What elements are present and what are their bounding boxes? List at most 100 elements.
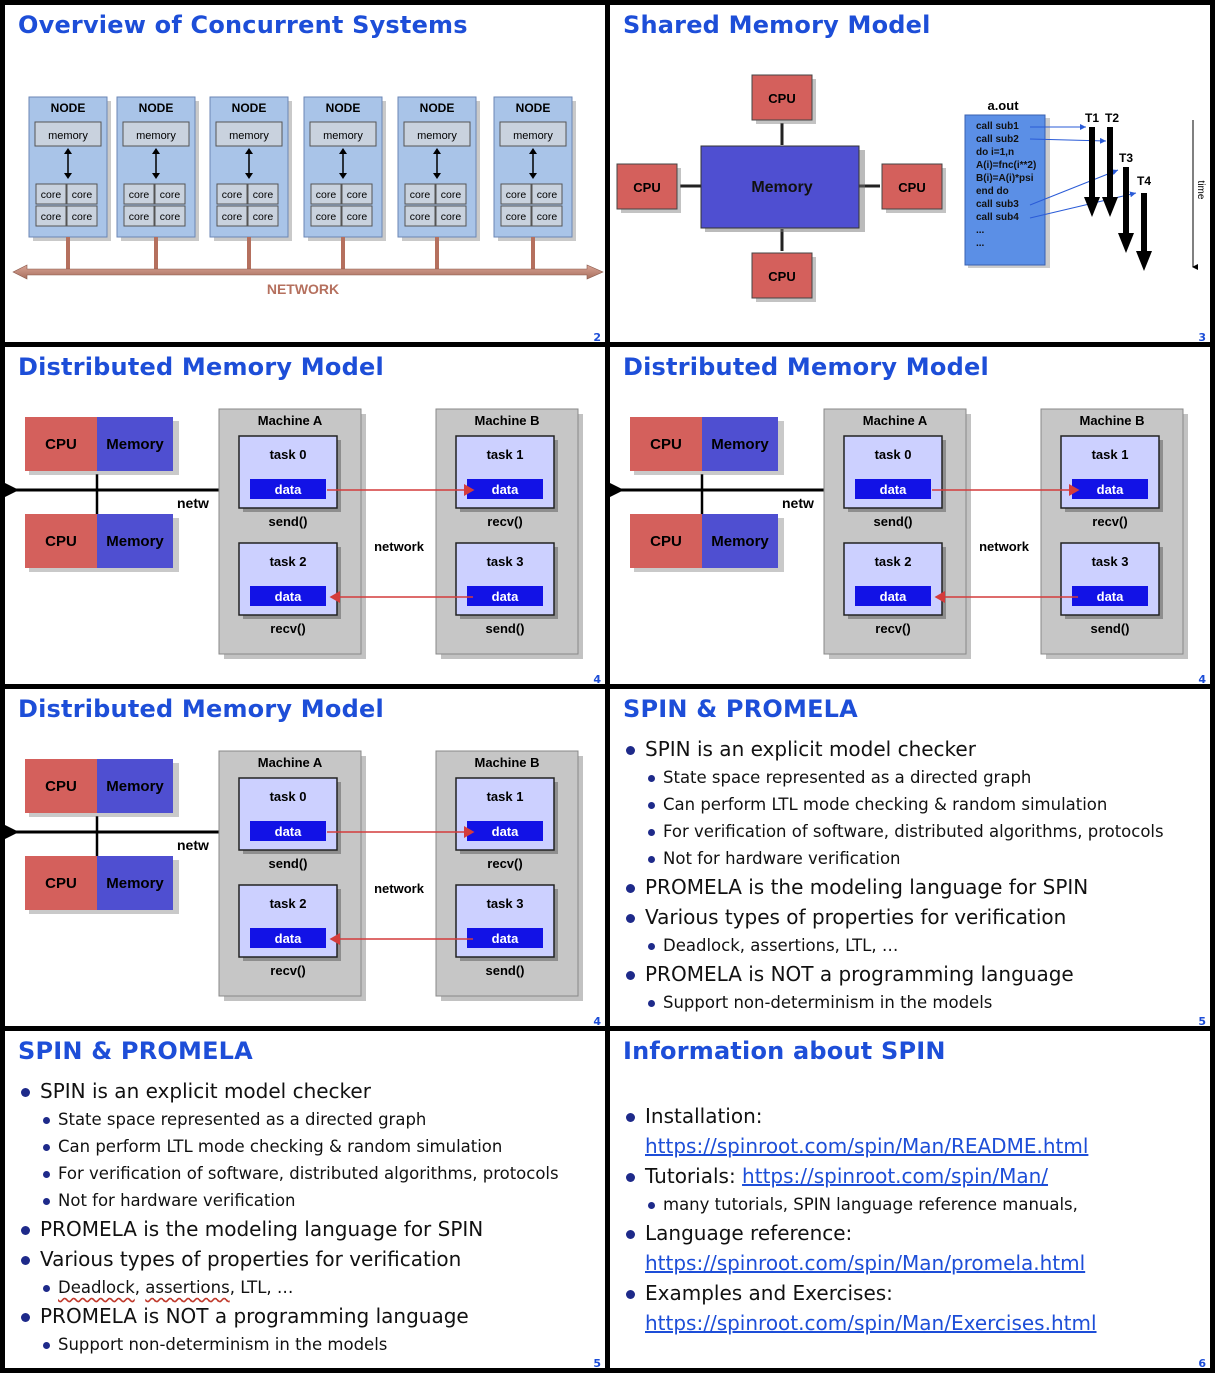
sub-bullet: State space represented as a directed gr… [624,764,1164,791]
cpu-right: CPU [881,163,946,213]
sub-bullet: For verification of software, distribute… [624,818,1164,845]
cpu-memory-pair-1: CPU Memory [25,417,179,475]
network-label: network [979,539,1030,554]
svg-text:task 0: task 0 [270,447,307,462]
svg-text:Memory: Memory [106,533,164,550]
svg-text:T2: T2 [1105,111,1119,125]
bullet-list: SPIN is an explicit model checker State … [19,1076,559,1358]
svg-text:core: core [160,211,181,223]
svg-text:Memory: Memory [106,875,164,892]
svg-text:CPU: CPU [650,436,682,453]
sub-bullet: Deadlock, assertions, LTL, … [624,932,1164,959]
svg-text:task 0: task 0 [875,447,912,462]
svg-text:data: data [275,589,303,604]
svg-text:core: core [72,211,93,223]
svg-text:Memory: Memory [711,436,769,453]
sub-bullet: Not for hardware verification [624,845,1164,872]
time-label: time [1195,181,1206,200]
svg-text:memory: memory [417,130,457,142]
svg-text:data: data [275,931,303,946]
bullet-installation: Installation:https://spinroot.com/spin/M… [624,1101,1097,1161]
code-line: do i=1,n [976,147,1014,158]
svg-text:task 1: task 1 [487,789,524,804]
svg-text:task 2: task 2 [875,554,912,569]
svg-text:memory: memory [136,130,176,142]
svg-text:send(): send() [486,621,525,636]
aout-label: a.out [987,98,1019,113]
code-line: A(i)=fnc(i**2) [976,160,1036,171]
svg-text:memory: memory [48,130,88,142]
svg-text:core: core [72,189,93,201]
svg-text:CPU: CPU [45,875,77,892]
svg-text:send(): send() [269,514,308,529]
sub-bullet: Can perform LTL mode checking & random s… [624,791,1164,818]
exercises-link[interactable]: https://spinroot.com/spin/Man/Exercises.… [645,1311,1097,1335]
readme-link[interactable]: https://spinroot.com/spin/Man/README.htm… [645,1134,1089,1158]
svg-text:task 3: task 3 [487,896,524,911]
svg-text:Machine A: Machine A [258,413,323,428]
bullet: SPIN is an explicit model checker [19,1076,559,1106]
svg-text:CPU: CPU [768,91,795,106]
svg-text:core: core [506,189,527,201]
cpu-left: CPU [616,163,681,213]
svg-text:Memory: Memory [106,436,164,453]
svg-text:memory: memory [229,130,269,142]
slide-title: SPIN & PROMELA [623,695,858,723]
sub-bullet: many tutorials, SPIN language reference … [624,1191,1097,1218]
svg-text:CPU: CPU [45,436,77,453]
bullet: PROMELA is NOT a programming language [624,959,1164,989]
code-line: end do [976,186,1009,197]
cpu-top: CPU [751,74,816,124]
svg-text:data: data [275,824,303,839]
svg-text:task 3: task 3 [1092,554,1129,569]
bullet-list: SPIN is an explicit model checker State … [624,734,1164,1016]
svg-text:core: core [160,189,181,201]
promela-link[interactable]: https://spinroot.com/spin/Man/promela.ht… [645,1251,1086,1275]
svg-text:core: core [129,211,150,223]
tutorials-link[interactable]: https://spinroot.com/spin/Man/ [742,1164,1049,1188]
slide-title: SPIN & PROMELA [18,1037,253,1065]
slide-number: 4 [593,1015,601,1026]
netw-label: netw [177,495,209,511]
svg-text:Memory: Memory [106,778,164,795]
svg-text:data: data [492,931,520,946]
svg-text:core: core [41,211,62,223]
svg-text:Memory: Memory [711,533,769,550]
svg-text:data: data [1097,589,1125,604]
svg-text:NODE: NODE [326,101,361,115]
slide-spin-promela-2: SPIN & PROMELA SPIN is an explicit model… [5,1031,605,1368]
slide-number: 6 [1198,1357,1206,1368]
code-line: call sub3 [976,199,1019,210]
sub-bullet-annotated: Deadlock, assertions, LTL, … [19,1274,559,1301]
svg-text:core: core [316,211,337,223]
code-line: ... [976,238,985,249]
cpu-memory-pair-1: CPU Memory [630,417,784,475]
svg-text:data: data [880,482,908,497]
slide-spin-promela-1: SPIN & PROMELA SPIN is an explicit model… [610,689,1210,1026]
svg-text:T3: T3 [1119,151,1133,165]
slide-number: 4 [1198,673,1206,684]
svg-text:core: core [441,211,462,223]
svg-text:task 2: task 2 [270,896,307,911]
svg-text:CPU: CPU [45,778,77,795]
code-line: call sub4 [976,212,1019,223]
slide-number: 4 [593,673,601,684]
svg-text:core: core [506,211,527,223]
